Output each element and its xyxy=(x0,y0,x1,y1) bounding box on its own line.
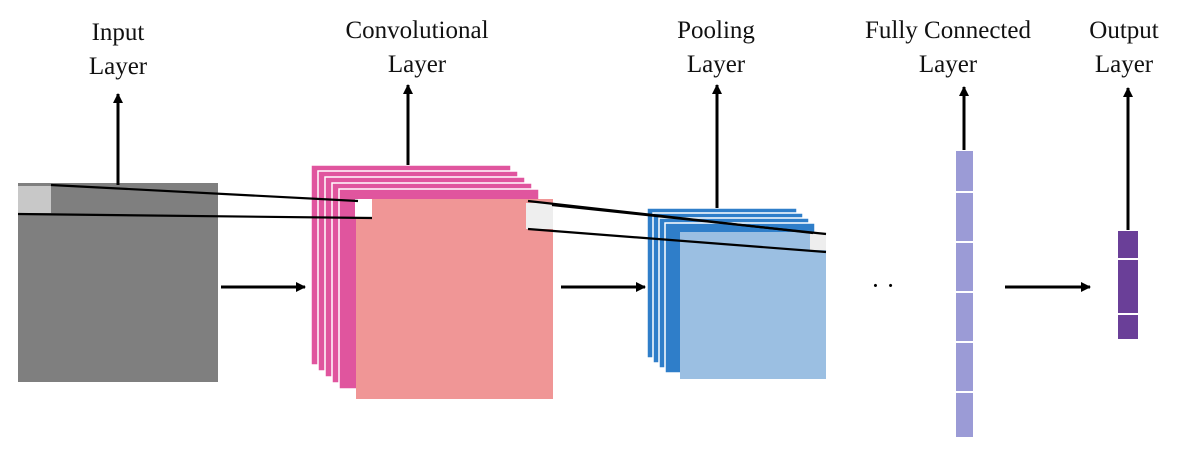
fc-cell-1 xyxy=(954,149,975,193)
conv-to-pool-line-mid xyxy=(551,203,827,236)
convolutional-layer-label-line2: Layer xyxy=(387,51,447,78)
fully-connected-layer-label: Fully Connected Layer xyxy=(842,14,1054,82)
output-layer-label: Output Layer xyxy=(1074,14,1174,82)
conv-feature-map-front xyxy=(356,199,553,399)
input-layer-label: Input Layer xyxy=(68,16,168,84)
output-layer-label-line2: Layer xyxy=(1094,51,1154,78)
convolutional-layer xyxy=(310,164,553,399)
connection-lines xyxy=(17,183,827,254)
pooling-layer-label-line1: Pooling xyxy=(677,17,755,44)
label-arrows xyxy=(113,84,1133,230)
output-cell-1 xyxy=(1116,229,1140,260)
pooling-layer-label: Pooling Layer xyxy=(656,14,776,82)
continuation-ellipsis: · · xyxy=(871,271,895,300)
fully-connected-layer-label-line2: Layer xyxy=(918,51,978,78)
input-to-conv-line-top xyxy=(50,183,359,203)
conv-to-pool-line-bottom xyxy=(527,227,827,254)
output-cell-2 xyxy=(1116,258,1140,315)
input-layer xyxy=(18,183,218,382)
pool-output-patch xyxy=(810,232,826,250)
conv-output-patch xyxy=(526,203,553,229)
fc-cell-4 xyxy=(954,291,975,343)
fc-cell-6 xyxy=(954,391,975,439)
pool-map-front xyxy=(680,232,826,379)
convolutional-layer-label: Convolutional Layer xyxy=(327,14,507,82)
input-layer-label-line2: Layer xyxy=(88,53,148,80)
fc-cell-3 xyxy=(954,241,975,293)
input-receptive-patch xyxy=(18,186,51,213)
convolutional-layer-label-line1: Convolutional xyxy=(345,17,489,44)
input-layer-label-line1: Input xyxy=(91,19,145,46)
output-layer xyxy=(1116,229,1140,341)
pooling-layer-label-line2: Layer xyxy=(686,51,746,78)
pooling-layer xyxy=(646,207,826,379)
output-layer-label-line1: Output xyxy=(1089,17,1159,44)
fully-connected-layer xyxy=(954,149,975,439)
input-to-conv-line-bottom xyxy=(17,212,373,220)
fc-cell-2 xyxy=(954,191,975,243)
output-cell-3 xyxy=(1116,313,1140,341)
conv-input-patch xyxy=(355,199,372,218)
fully-connected-layer-label-line1: Fully Connected xyxy=(865,17,1031,44)
fc-cell-5 xyxy=(954,341,975,393)
